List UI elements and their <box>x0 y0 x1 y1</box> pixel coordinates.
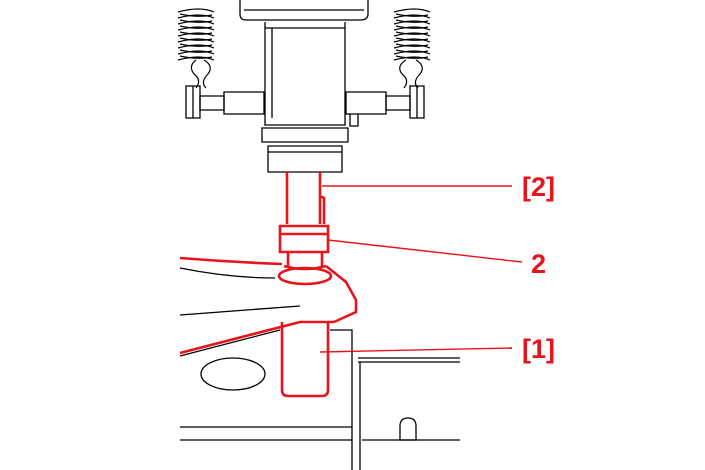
leader-lines <box>319 185 523 353</box>
highlighted-tool <box>179 172 358 398</box>
callout-lower-bracket: [1] <box>522 334 555 364</box>
leader-lower-bracket <box>319 347 513 353</box>
leader-middle-number <box>327 239 523 263</box>
base-fixture <box>179 267 460 470</box>
right-spring <box>393 8 431 89</box>
lower-pin <box>280 322 330 398</box>
press-head <box>185 0 425 173</box>
callout-upper-bracket: [2] <box>522 172 555 202</box>
callout-middle-number: 2 <box>531 249 546 279</box>
collar-part <box>278 224 330 254</box>
left-spring <box>177 8 215 89</box>
